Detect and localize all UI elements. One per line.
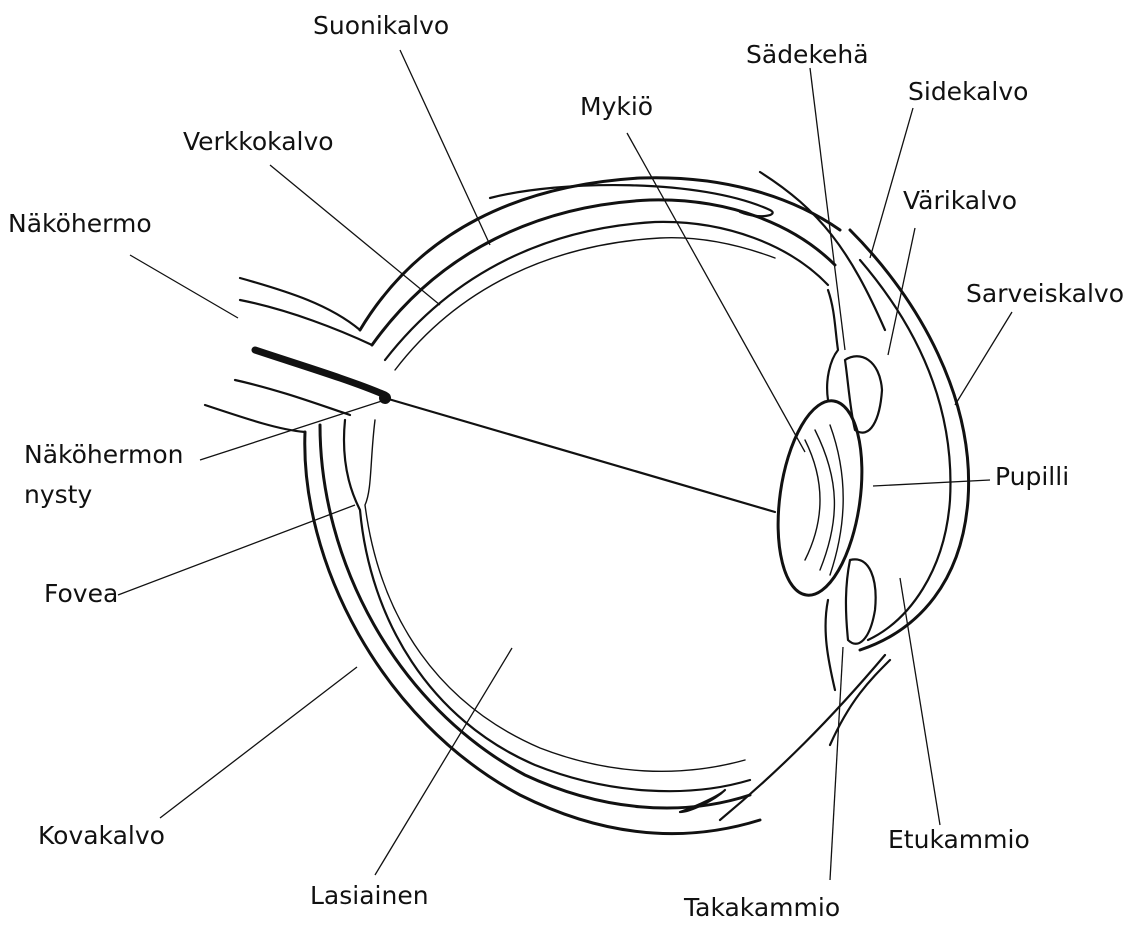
label-sidekalvo: Sidekalvo	[908, 77, 1028, 107]
label-verkkokalvo: Verkkokalvo	[183, 127, 334, 157]
label-fovea: Fovea	[44, 579, 118, 609]
label-varikalvo: Värikalvo	[903, 186, 1017, 216]
leader-mykio	[627, 133, 805, 452]
leader-pupilli	[873, 480, 990, 486]
label-sarveiskalvo: Sarveiskalvo	[966, 279, 1124, 309]
leader-verkkokalvo	[270, 165, 440, 305]
label-kovakalvo: Kovakalvo	[38, 821, 165, 851]
label-pupilli: Pupilli	[995, 462, 1069, 492]
label-sadekeha: Sädekehä	[746, 40, 869, 70]
leader-suonikalvo	[400, 50, 490, 245]
label-mykio: Mykiö	[580, 92, 653, 122]
leader-nakohermo	[130, 255, 238, 318]
leader-fovea	[118, 505, 355, 595]
leader-lasiainen	[375, 648, 512, 875]
leader-takakammio	[830, 647, 843, 880]
leader-sidekalvo	[870, 108, 913, 258]
label-nakohermon-line2: nysty	[24, 480, 92, 510]
label-nakohermo: Näköhermo	[8, 209, 152, 239]
label-suonikalvo: Suonikalvo	[313, 11, 449, 41]
leader-etukammio	[900, 578, 940, 825]
leader-sarveiskalvo	[955, 312, 1012, 405]
leader-varikalvo	[888, 228, 915, 355]
label-takakammio: Takakammio	[684, 893, 840, 923]
leader-nakohermon-nysty	[200, 400, 385, 460]
leader-kovakalvo	[160, 667, 357, 818]
label-etukammio: Etukammio	[888, 825, 1030, 855]
leader-sadekeha	[810, 68, 845, 350]
label-nakohermon-line1: Näköhermon	[24, 440, 183, 470]
label-lasiainen: Lasiainen	[310, 881, 429, 911]
